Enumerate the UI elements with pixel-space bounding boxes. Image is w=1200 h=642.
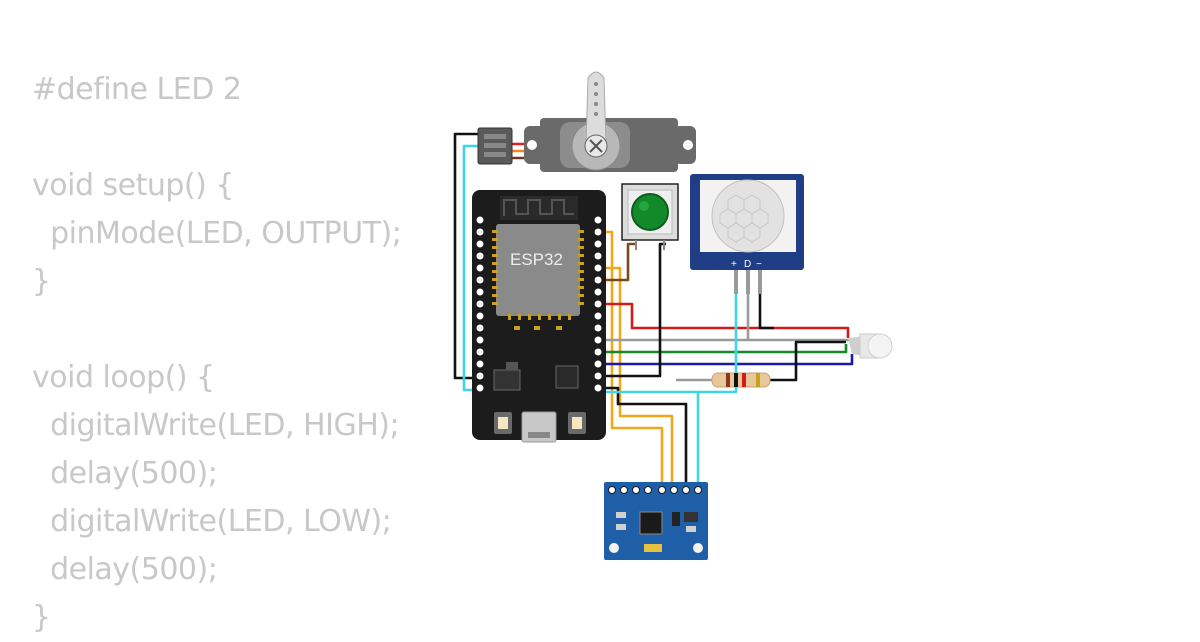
code-line: digitalWrite(LED, HIGH); (32, 408, 400, 443)
wire-mpu-scl (598, 266, 674, 482)
wires (453, 132, 854, 482)
esp32-left-header (475, 215, 485, 393)
usb-chip (555, 365, 579, 389)
esp32-board: ESP32 (472, 190, 606, 443)
code-line: delay(500); (32, 552, 218, 587)
wire-led-green (598, 344, 848, 354)
pir-pin-label-minus: − (756, 259, 762, 270)
push-button-cap (631, 193, 669, 231)
wire-button (598, 242, 636, 282)
pir-pin-label-plus: + (731, 259, 737, 270)
wire-pir-black2 (758, 292, 774, 330)
push-button (621, 183, 679, 250)
mpu6050-header (608, 486, 702, 494)
antenna-trace (503, 199, 574, 216)
wire-vcc-cyan (598, 292, 738, 394)
wire-gnd-black (598, 386, 688, 482)
code-snippet: #define LED 2 void setup() { pinMode(LED,… (32, 66, 402, 642)
code-line: void loop() { (32, 360, 215, 395)
wire-led-blue (598, 354, 854, 366)
pir-lens (711, 179, 785, 253)
resistor (711, 372, 771, 388)
pir-sensor: + D − (690, 174, 804, 294)
code-line: } (32, 600, 51, 635)
esp32-label: ESP32 (510, 250, 563, 269)
rgb-led (848, 333, 893, 359)
pir-pin-label-data: D (744, 259, 751, 270)
servo-screw-icon (589, 139, 603, 153)
code-line: pinMode(LED, OUTPUT); (32, 216, 402, 251)
wire-mpu-sda (598, 230, 664, 482)
rgb-led-dome (867, 333, 893, 359)
code-line: #define LED 2 (32, 72, 242, 107)
code-line: } (32, 264, 51, 299)
mpu6050-chip (639, 511, 663, 535)
esp32-right-header (593, 215, 603, 393)
servo-horn (585, 71, 607, 147)
wire-resistor-right (770, 340, 846, 382)
voltage-regulator (493, 369, 521, 391)
esp32-module-shield (496, 224, 580, 316)
wire-led-red (598, 302, 850, 338)
code-line: delay(500); (32, 456, 218, 491)
code-line: void setup() { (32, 168, 234, 203)
wire-servo-black (453, 132, 480, 380)
mpu6050-module (604, 482, 708, 560)
code-line: digitalWrite(LED, LOW); (32, 504, 392, 539)
servo-motor (477, 71, 696, 172)
